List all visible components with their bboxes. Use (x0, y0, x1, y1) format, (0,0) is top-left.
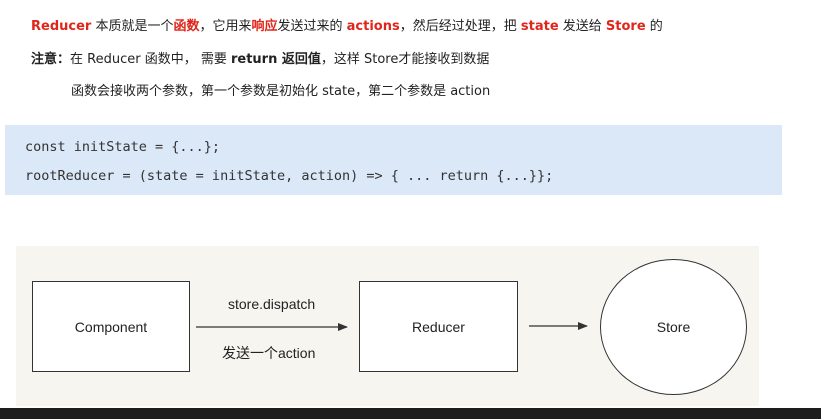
code-block: const initState = {...}; rootReducer = (… (5, 125, 782, 195)
redux-flow-diagram: Component store.dispatch 发送一个action Redu… (16, 246, 759, 406)
reducer-label: Reducer (412, 318, 465, 335)
return-term: return 返回值 (230, 52, 321, 67)
state-term: state (520, 19, 559, 34)
intro-text-2: ，它用来 (199, 19, 252, 34)
intro-text-1: 本质就是一个 (91, 19, 174, 34)
bottom-bar (0, 408, 821, 419)
params-line: 函数会接收两个参数，第一个参数是初始化 state，第二个参数是 action (71, 84, 491, 99)
respond-term: 响应 (251, 19, 278, 34)
store-term: Store (605, 19, 646, 34)
reducer-term: Reducer (31, 19, 92, 34)
intro-line: Reducer 本质就是一个函数，它用来响应发送过来的 actions，然后经过… (31, 15, 663, 34)
code-line-1: const initState = {...}; (25, 139, 221, 155)
send-action-label: 发送一个action (222, 345, 316, 361)
flow-arrows (196, 322, 588, 331)
note-text-2: ，这样 Store才能接收到数据 (320, 52, 490, 67)
intro-text-3: 发送过来的 (277, 19, 347, 34)
dispatch-label: store.dispatch (228, 296, 316, 312)
component-label: Component (74, 318, 148, 335)
store-label: Store (656, 319, 691, 335)
intro-text-6: 的 (645, 19, 663, 34)
intro-text-5: 发送给 (558, 19, 606, 34)
reducer-box: Reducer (359, 281, 518, 372)
intro-text-4: ，然后经过处理，把 (399, 19, 521, 34)
code-line-2: rootReducer = (state = initState, action… (25, 168, 554, 184)
actions-term: actions (346, 19, 400, 34)
note-text-1: 在 Reducer 函数中， 需要 (70, 52, 231, 67)
component-box: Component (32, 281, 190, 372)
store-circle: Store (600, 259, 747, 395)
note-line: 注意：在 Reducer 函数中， 需要 return 返回值，这样 Store… (31, 48, 489, 67)
function-term: 函数 (173, 19, 200, 34)
note-label: 注意： (31, 52, 71, 67)
